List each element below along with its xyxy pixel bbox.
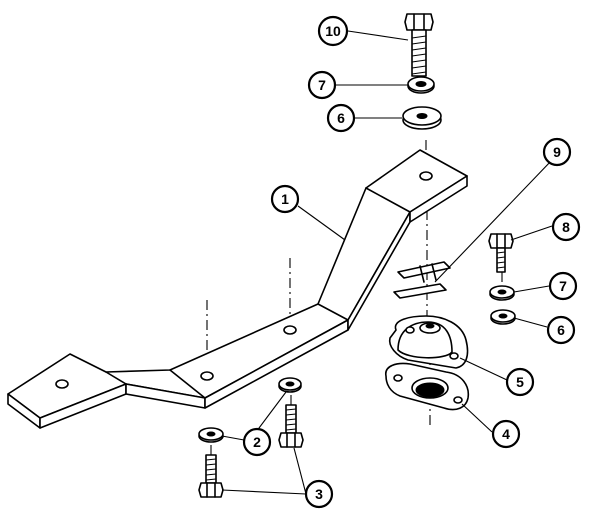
rubber-mount <box>388 315 469 369</box>
lock-washer-bottom-left <box>198 427 224 443</box>
svg-text:8: 8 <box>562 219 570 235</box>
lock-washer-right <box>489 285 515 301</box>
lock-washer-top <box>407 76 435 94</box>
lock-washer-bottom-right <box>278 377 302 393</box>
svg-text:5: 5 <box>516 374 524 390</box>
callout-9: 9 <box>542 137 572 167</box>
hex-bolt-bottom-left <box>198 454 224 498</box>
svg-text:6: 6 <box>337 110 345 126</box>
svg-text:4: 4 <box>502 426 510 442</box>
callout-2: 2 <box>242 427 272 457</box>
svg-text:3: 3 <box>315 486 323 502</box>
svg-text:9: 9 <box>553 144 561 160</box>
mount-base-plate <box>385 362 470 411</box>
callout-10: 10 <box>317 15 349 47</box>
flat-washer-right <box>490 309 516 325</box>
hex-bolt-bottom-right <box>278 404 304 448</box>
svg-text:2: 2 <box>253 434 261 450</box>
svg-text:10: 10 <box>325 23 341 39</box>
callout-5: 5 <box>505 367 535 397</box>
callout-1: 1 <box>270 184 300 214</box>
callout-6-top: 6 <box>326 103 356 133</box>
callout-8: 8 <box>551 212 581 242</box>
callout-4: 4 <box>491 419 521 449</box>
svg-text:7: 7 <box>559 278 567 294</box>
callout-3: 3 <box>304 479 334 509</box>
shim <box>393 261 451 299</box>
callout-7-top: 7 <box>307 70 337 100</box>
callout-6-right: 6 <box>546 315 576 345</box>
svg-text:6: 6 <box>557 322 565 338</box>
callout-7-right: 7 <box>548 271 578 301</box>
crossmember-bracket <box>7 149 468 429</box>
svg-text:7: 7 <box>318 77 326 93</box>
hex-bolt-small <box>488 233 514 273</box>
flat-washer-top <box>402 106 442 130</box>
hex-bolt-top <box>404 13 434 77</box>
leader-lines <box>221 30 553 495</box>
svg-text:1: 1 <box>281 191 289 207</box>
